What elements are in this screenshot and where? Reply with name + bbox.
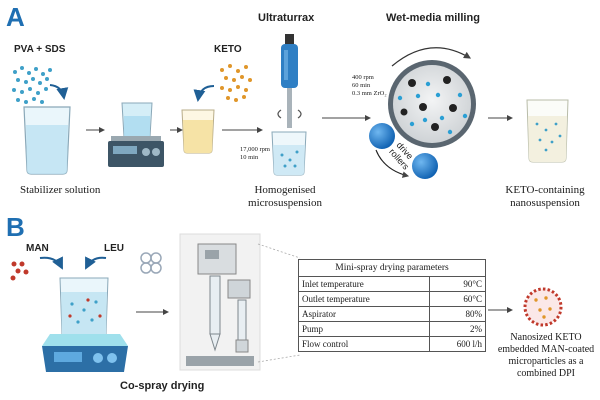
milling-time: 60 min [352,82,371,89]
man-label: MAN [26,243,49,254]
panel-a-letter: A [6,2,25,32]
result-caption: Nanosized KETO embedded MAN-coated micro… [494,332,598,380]
result-line2: embedded MAN-coated [497,344,595,355]
stabilizer-dots [12,66,52,104]
param-value: 90°C [428,276,487,292]
keto-dots [220,64,252,102]
keto-beaker [181,109,215,154]
leu-label: LEU [104,243,124,254]
result-line4: combined DPI [516,368,576,379]
param-name: Flow control [298,336,430,352]
co-spray-drying-caption: Co-spray drying [120,380,205,392]
ultraturrax-homogenizer [271,34,307,176]
coated-microparticle [523,287,563,327]
add-arrow [49,84,69,100]
homogenised-line1: Homogenised [254,184,316,196]
param-value: 60°C [428,291,487,307]
result-line3: microparticles as a [508,356,584,367]
param-name: Outlet temperature [298,291,430,307]
homogenizer-time: 10 min [240,154,259,161]
nanosuspension-line2: nanosuspension [510,197,580,209]
homogenizer-params: 17,000 rpm 10 min [240,146,270,162]
stabilizer-beaker [23,106,71,175]
pva-sds-label: PVA + SDS [14,44,66,55]
wet-media-milling-label: Wet-media milling [386,12,480,24]
nanosuspension-beaker [526,99,569,163]
param-value: 600 l/h [428,336,487,352]
keto-label: KETO [214,44,242,55]
milling-speed: 400 rpm [352,74,374,81]
param-name: Pump [298,321,430,337]
hotplate-stirrer [108,102,164,167]
homogenizer-speed: 17,000 rpm [240,146,270,153]
panel-b-letter: B [6,212,25,242]
nanosuspension-caption: KETO-containing nanosuspension [492,184,598,210]
param-name: Aspirator [298,306,430,322]
result-line1: Nanosized KETO [510,332,582,343]
stabilizer-solution-caption: Stabilizer solution [20,184,101,196]
leu-rings [140,252,162,274]
milling-beads: 0.3 mm ZrO₂ [352,90,387,97]
parameters-table: Mini-spray drying parameters Inlet tempe… [298,259,487,352]
nanosuspension-line1: KETO-containing [505,184,585,196]
milling-params: 400 rpm 60 min 0.3 mm ZrO₂ [352,74,387,98]
mini-spray-dryer [179,233,261,371]
table-title: Mini-spray drying parameters [298,259,486,277]
homogenised-caption: Homogenised microsuspension [230,184,340,210]
param-value: 80% [428,306,487,322]
homogenised-line2: microsuspension [248,197,322,209]
mixing-beaker-stirrer [42,277,128,372]
param-name: Inlet temperature [298,276,430,292]
man-dots [10,261,29,281]
ultraturrax-label: Ultraturrax [258,12,315,24]
milling-chamber [369,47,476,179]
param-value: 2% [428,321,487,337]
